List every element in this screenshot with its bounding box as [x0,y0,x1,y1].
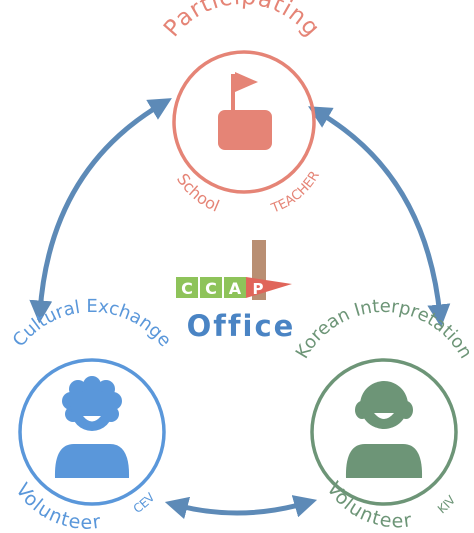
school-left-label: School [173,170,222,216]
school-right-label: TEACHER [269,169,323,217]
svg-text:C: C [181,279,193,298]
kiv-bottom-label: Volunteer [322,478,414,532]
cev-title: Cultural Exchange [9,296,176,351]
logo-letter-a: A [224,277,246,298]
arrows [29,98,451,520]
kiv-circle [310,358,458,506]
cev-bottom-label: Volunteer [11,479,103,533]
logo-letter-c2: C [200,277,222,298]
kiv-title: Korean Interpretation [292,296,474,362]
arrow-school-cev [29,98,172,324]
svg-text:C: C [205,279,217,298]
curly-hair-person-icon [54,376,130,478]
svg-text:P: P [253,280,264,298]
ccap-logo: C C A P Office [176,240,296,343]
school-title: Participating [159,0,325,42]
svg-text:A: A [229,279,242,298]
school-node: Participating School TEACHER [159,0,325,217]
arrow-cev-kiv [164,495,318,520]
school-circle [172,50,316,194]
cev-code: CEV [131,490,158,516]
cev-node: Cultural Exchange Volunteer CEV [9,296,176,533]
bald-person-icon [345,381,423,478]
logo-letter-c1: C [176,277,198,298]
office-label: Office [187,309,296,343]
arrow-school-kiv [308,106,451,328]
kiv-code: KIV [435,492,459,516]
logo-letter-p: P [246,277,292,298]
kiv-node: Korean Interpretation Volunteer KIV [292,296,474,532]
flag-on-box-icon [218,72,272,150]
cev-circle [18,358,166,506]
